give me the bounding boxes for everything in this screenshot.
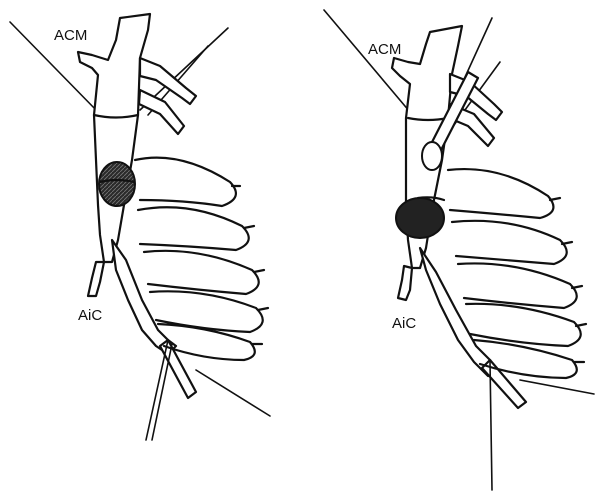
left-panel: ACM AiC — [10, 14, 270, 440]
clip-tip — [422, 142, 442, 170]
label-acm-right: ACM — [368, 41, 401, 58]
aic-stub — [88, 262, 104, 296]
lower-retractor-b — [152, 344, 172, 440]
lower-retractor-2 — [490, 362, 492, 490]
lower-trunk-2 — [420, 248, 496, 376]
lower-retractor-a — [146, 340, 168, 440]
aneurysm — [99, 162, 135, 206]
label-aic-left: AiC — [78, 307, 102, 324]
aic-stub-2 — [398, 266, 412, 300]
lower-right-line-2 — [520, 380, 594, 394]
aneurysm-2 — [396, 198, 444, 238]
main-artery — [78, 14, 150, 262]
label-acm-left: ACM — [54, 27, 87, 44]
lower-right-line — [196, 370, 270, 416]
right-panel: ACM AiC — [324, 10, 594, 490]
lower-trunk — [112, 240, 176, 354]
upper-branch-2 — [139, 90, 184, 134]
label-aic-right: AiC — [392, 315, 416, 332]
